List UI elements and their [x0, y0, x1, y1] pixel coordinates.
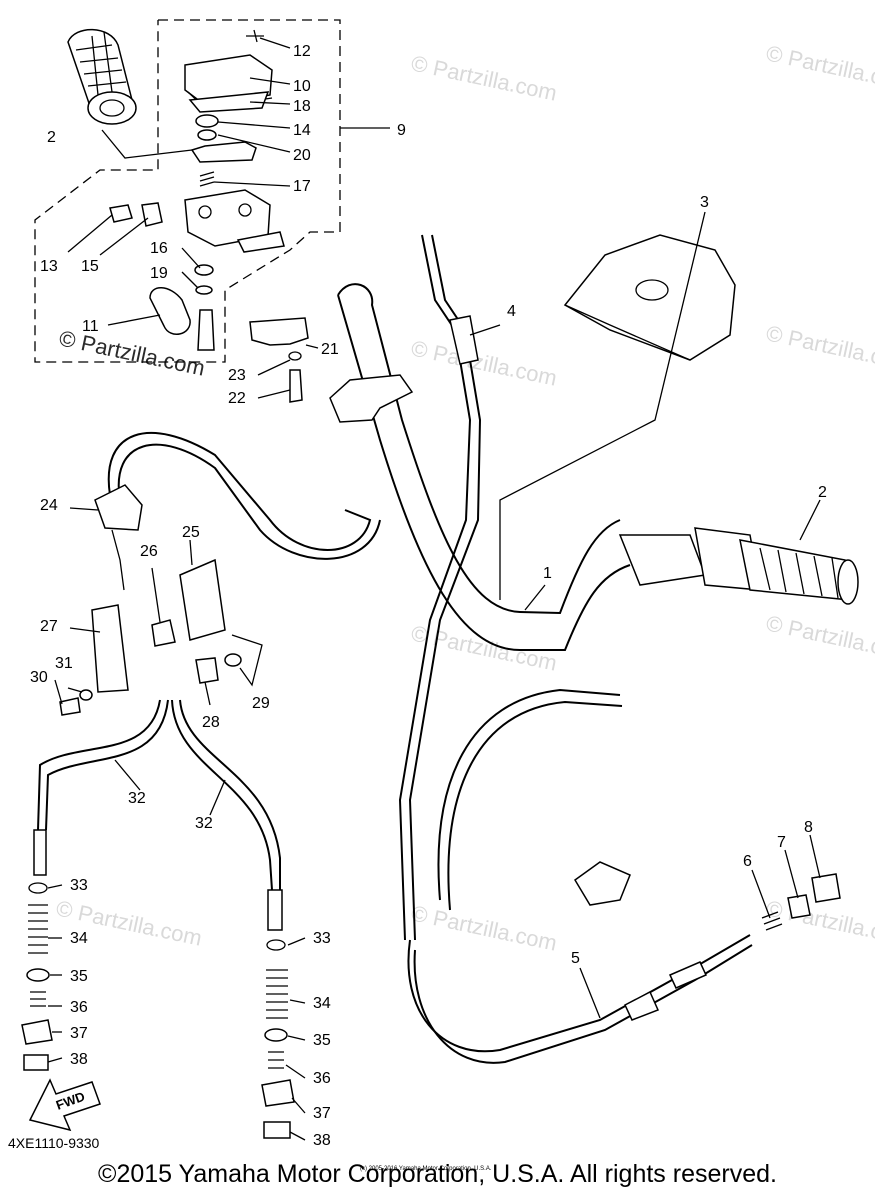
watermark: © Partzilla.com	[409, 335, 559, 390]
callout-37-left: 37	[70, 1025, 88, 1042]
callout-16: 16	[150, 240, 168, 257]
copyright-notice: ©2015 Yamaha Motor Corporation, U.S.A. A…	[98, 1160, 777, 1188]
callout-32-right: 32	[195, 815, 213, 832]
watermark-layer: © Partzilla.com © Partzilla.com © Partzi…	[54, 40, 875, 955]
right-grip	[618, 527, 859, 605]
switch-cable	[107, 431, 381, 560]
callout-29: 29	[252, 695, 270, 712]
callout-34-right: 34	[313, 995, 331, 1012]
throttle-housing	[109, 29, 285, 351]
callout-23: 23	[228, 367, 246, 384]
callout-36-left: 36	[70, 999, 88, 1016]
watermark: © Partzilla.com	[409, 50, 559, 105]
watermark: © Partzilla.com	[409, 900, 559, 955]
callout-35-right: 35	[313, 1032, 331, 1049]
callout-3: 3	[700, 194, 709, 211]
callout-6: 6	[743, 853, 752, 870]
callout-20: 20	[293, 147, 311, 164]
callout-14: 14	[293, 122, 311, 139]
callout-38-right: 38	[313, 1132, 331, 1149]
callout-24: 24	[40, 497, 58, 514]
right-spring-stack	[261, 889, 295, 1139]
handlebar	[329, 283, 631, 651]
watermark: © Partzilla.com	[764, 320, 875, 375]
callout-36-right: 36	[313, 1070, 331, 1087]
callouts: 1 2 2 3 4 5 6 7 8 9 10 11 12 13 14 15 16…	[30, 43, 827, 1149]
left-grip	[67, 28, 137, 125]
callout-18: 18	[293, 98, 311, 115]
callout-11: 11	[82, 318, 99, 335]
callout-9: 9	[397, 122, 406, 139]
callout-13: 13	[40, 258, 58, 275]
callout-7: 7	[777, 834, 786, 851]
callout-32-left: 32	[128, 790, 146, 807]
callout-31: 31	[55, 655, 73, 672]
callout-37-right: 37	[313, 1105, 331, 1122]
callout-30: 30	[30, 669, 48, 686]
callout-25: 25	[182, 524, 200, 541]
callout-17: 17	[293, 178, 311, 195]
throttle-cable	[398, 234, 482, 941]
assembly-box	[34, 19, 341, 363]
callout-5: 5	[571, 950, 580, 967]
leader-lines	[47, 37, 821, 1141]
watermark: © Partzilla.com	[764, 610, 875, 665]
callout-38-left: 38	[70, 1051, 88, 1068]
callout-8: 8	[804, 819, 813, 836]
callout-33-left: 33	[70, 877, 88, 894]
callout-19: 19	[150, 265, 168, 282]
fine-print: (c) 2005-2016 Yamaha Motor Corporation, …	[360, 1166, 492, 1172]
callout-21: 21	[321, 341, 339, 358]
left-spring-stack	[21, 829, 53, 1071]
choke-cable	[437, 688, 631, 911]
callout-10: 10	[293, 78, 311, 95]
fwd-arrow: FWD	[28, 1078, 101, 1132]
diagram-code: 4XE1110-9330	[8, 1135, 100, 1151]
callout-35-left: 35	[70, 968, 88, 985]
callout-34-left: 34	[70, 930, 88, 947]
clamp-parts	[249, 317, 309, 403]
watermark-dark: © Partzilla.com	[57, 325, 207, 380]
master-cylinder-parts	[59, 558, 242, 716]
callout-2-left: 2	[47, 129, 56, 146]
callout-1: 1	[543, 565, 552, 582]
brake-hoses	[37, 699, 281, 891]
callout-26: 26	[140, 543, 158, 560]
part-24-shaft	[111, 529, 125, 591]
brake-cable	[407, 873, 841, 1064]
callout-15: 15	[81, 258, 99, 275]
callout-12: 12	[293, 43, 311, 60]
callout-28: 28	[202, 714, 220, 731]
callout-33-right: 33	[313, 930, 331, 947]
part-24	[94, 484, 143, 531]
callout-2-right: 2	[818, 484, 827, 501]
callout-22: 22	[228, 390, 246, 407]
callout-4: 4	[507, 303, 516, 320]
callout-27: 27	[40, 618, 58, 635]
watermark: © Partzilla.com	[764, 895, 875, 950]
watermark: © Partzilla.com	[764, 40, 875, 95]
throttle-cover	[563, 234, 736, 361]
